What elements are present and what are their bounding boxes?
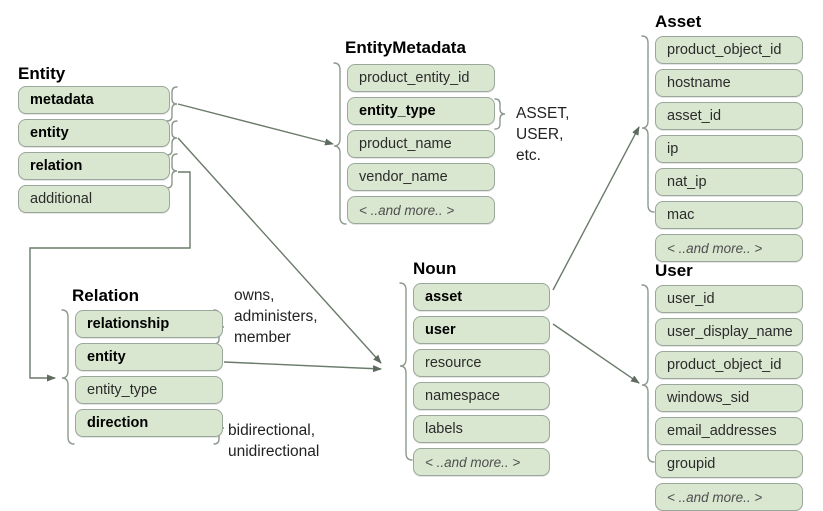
field-row-entitymetadata-2[interactable]: product_name xyxy=(347,130,495,158)
field-row-entitymetadata-0[interactable]: product_entity_id xyxy=(347,64,495,92)
field-row-user-3[interactable]: windows_sid xyxy=(655,384,803,412)
group-title-relation: Relation xyxy=(72,286,140,305)
field-row-user-2[interactable]: product_object_id xyxy=(655,351,803,379)
group-title-user: User xyxy=(655,261,693,280)
connector-noun-user-to-user xyxy=(552,323,640,384)
brace-user xyxy=(641,284,655,463)
brace-entitymetadata xyxy=(333,62,347,225)
field-row-relation-3[interactable]: direction xyxy=(75,409,223,437)
annotation-direction-values: bidirectional, unidirectional xyxy=(228,422,320,460)
brace-noun xyxy=(399,282,413,461)
annotation-relationship-values: owns, administers, member xyxy=(234,287,318,346)
group-title-entitymetadata: EntityMetadata xyxy=(345,38,466,57)
field-row-asset-1[interactable]: hostname xyxy=(655,69,803,97)
annotation-entity-type-values: ASSET, USER, etc. xyxy=(516,105,570,164)
field-row-relation-1[interactable]: entity xyxy=(75,343,223,371)
field-row-user-5[interactable]: groupid xyxy=(655,450,803,478)
connector-relation-entity-to-noun xyxy=(223,361,382,373)
field-row-entitymetadata-4[interactable]: < ..and more.. > xyxy=(347,196,495,224)
brace-entity-type-values xyxy=(494,98,506,130)
field-row-entity-2[interactable]: relation xyxy=(18,152,170,180)
field-row-asset-6[interactable]: < ..and more.. > xyxy=(655,234,803,262)
group-title-noun: Noun xyxy=(413,259,457,278)
field-row-user-4[interactable]: email_addresses xyxy=(655,417,803,445)
field-row-user-1[interactable]: user_display_name xyxy=(655,318,803,346)
group-title-asset: Asset xyxy=(655,12,702,31)
field-row-entitymetadata-1[interactable]: entity_type xyxy=(347,97,495,125)
field-row-noun-1[interactable]: user xyxy=(413,316,550,344)
field-row-asset-4[interactable]: nat_ip xyxy=(655,168,803,196)
brace-asset xyxy=(641,35,655,213)
field-row-entitymetadata-3[interactable]: vendor_name xyxy=(347,163,495,191)
field-row-noun-5[interactable]: < ..and more.. > xyxy=(413,448,550,476)
field-row-entity-1[interactable]: entity xyxy=(18,119,170,147)
field-row-noun-3[interactable]: namespace xyxy=(413,382,550,410)
brace-relation xyxy=(61,309,75,445)
group-title-entity: Entity xyxy=(18,64,66,83)
connector-entity-metadata-to-entitymetadata xyxy=(177,103,334,146)
field-row-asset-3[interactable]: ip xyxy=(655,135,803,163)
field-row-entity-0[interactable]: metadata xyxy=(18,86,170,114)
field-row-user-0[interactable]: user_id xyxy=(655,285,803,313)
field-row-asset-0[interactable]: product_object_id xyxy=(655,36,803,64)
field-row-relation-2[interactable]: entity_type xyxy=(75,376,223,404)
field-row-asset-2[interactable]: asset_id xyxy=(655,102,803,130)
field-row-relation-0[interactable]: relationship xyxy=(75,310,223,338)
field-row-user-6[interactable]: < ..and more.. > xyxy=(655,483,803,511)
field-row-asset-5[interactable]: mac xyxy=(655,201,803,229)
field-row-noun-4[interactable]: labels xyxy=(413,415,550,443)
field-row-entity-3[interactable]: additional xyxy=(18,185,170,213)
field-row-noun-2[interactable]: resource xyxy=(413,349,550,377)
field-row-noun-0[interactable]: asset xyxy=(413,283,550,311)
